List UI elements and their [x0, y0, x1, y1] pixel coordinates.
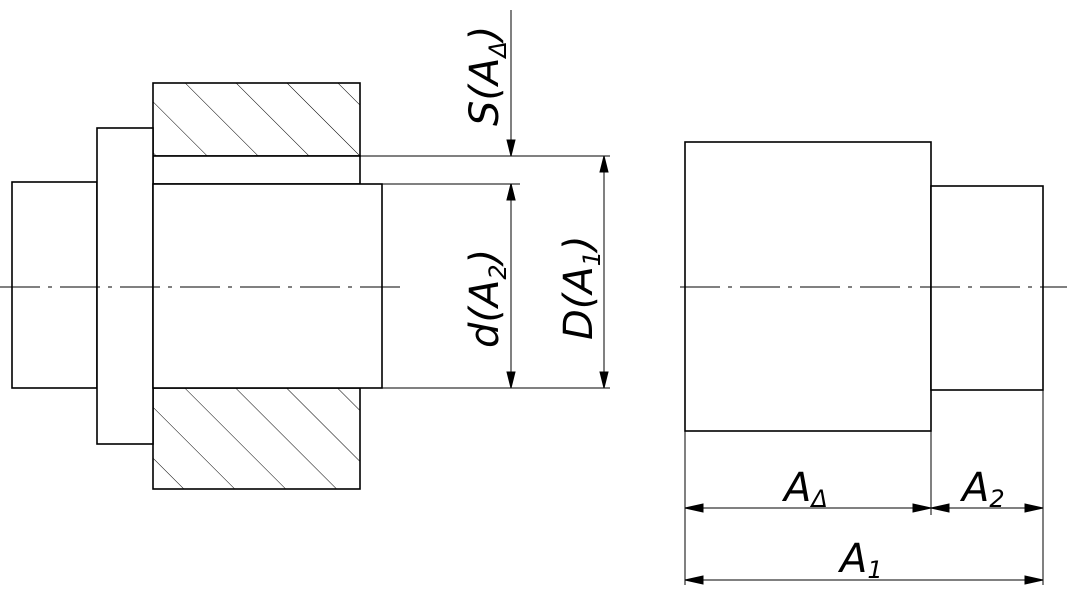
chain-block-small: [930, 185, 1044, 391]
link-a2-dimension: [930, 503, 1044, 513]
shaft-diameter-dimension: [506, 183, 516, 389]
shaft-collar: [96, 127, 154, 445]
bore-diameter-label: D(A1): [556, 235, 606, 340]
gap-label: S(AΔ): [462, 26, 512, 126]
housing-upper-section: [152, 82, 361, 157]
shaft-left-stub: [11, 181, 98, 389]
link-a2-label: A2: [959, 465, 1005, 513]
link-a1-dimension: [684, 575, 1044, 585]
closing-link-label: AΔ: [781, 465, 828, 513]
assembly-section-view: [11, 82, 383, 490]
housing-lower-section: [152, 387, 361, 490]
closing-link-dimension: [684, 503, 932, 513]
bore-gap-upper: [152, 155, 361, 185]
shaft-diameter-label: d(A2): [462, 249, 512, 348]
bore-diameter-dimension: [599, 155, 609, 389]
extension-lines-left: [360, 155, 610, 389]
link-a1-label: A1: [837, 536, 883, 584]
gap-dimension: [506, 10, 516, 201]
shaft-body: [152, 183, 383, 389]
